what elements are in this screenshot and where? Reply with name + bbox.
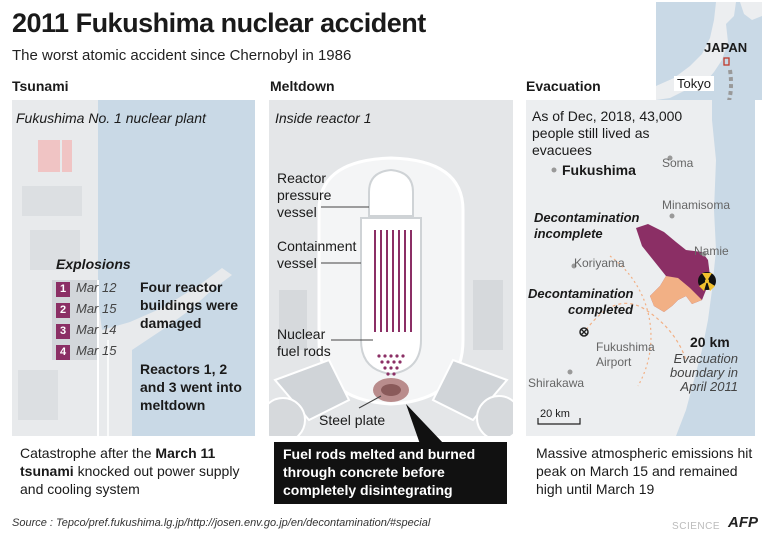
callout-pointer <box>406 404 444 444</box>
meltdown-panel: Inside reactor 1 Reactor pressure vessel… <box>269 100 513 436</box>
evacuation-boundary-label: Evacuation boundary in April 2011 <box>670 351 738 394</box>
radius-label: 20 km <box>690 334 730 350</box>
reactor-heading: Inside reactor 1 <box>275 110 372 126</box>
place-fukushima-airport: Fukushima Airport <box>596 340 655 369</box>
place-namie: Namie <box>694 244 729 258</box>
evacuation-caption: Massive atmospheric emissions hit peak o… <box>536 445 753 497</box>
label-pressure-vessel: Reactor pressure vessel <box>277 170 332 220</box>
place-shirakawa: Shirakawa <box>528 376 585 390</box>
fukushima-label: Fukushima <box>562 162 636 178</box>
section-label-evacuation: Evacuation <box>526 78 601 94</box>
japan-inset-map: JAPAN Tokyo <box>656 2 762 100</box>
plant-aerial-map <box>12 100 255 436</box>
afp-logo: AFP <box>728 514 758 531</box>
note-buildings-damaged: Four reactor buildings were damaged <box>140 279 239 331</box>
label-fuel-rods: Nuclear fuel rods <box>277 326 331 359</box>
tokyo-label: Tokyo <box>674 76 714 91</box>
explosions-heading: Explosions <box>56 256 131 272</box>
scale-bar-label: 20 km <box>540 408 570 420</box>
japan-label: JAPAN <box>704 40 748 55</box>
japan-map-shape <box>656 2 762 100</box>
decon-completed-label: Decontamination completed <box>528 286 634 317</box>
decon-incomplete-label: Decontamination incomplete <box>534 210 640 241</box>
label-containment-vessel: Containment vessel <box>277 238 357 271</box>
evacuation-panel: As of Dec, 2018, 43,000 people still liv… <box>526 100 755 436</box>
tsunami-panel: Fukushima No. 1 nuclear plant Explosions… <box>12 100 255 436</box>
reactor-diagram <box>269 100 513 436</box>
tsunami-caption: Catastrophe after the March 11 tsunami k… <box>20 445 240 497</box>
note-meltdown: Reactors 1, 2 and 3 went into meltdown <box>140 361 242 413</box>
place-soma: Soma <box>662 156 694 170</box>
watermark: SCIENCE <box>672 521 720 532</box>
page-title: 2011 Fukushima nuclear accident <box>12 8 426 38</box>
meltdown-callout: Fuel rods melted and burned through conc… <box>274 442 507 504</box>
source-note: Source : Tepco/pref.fukushima.lg.jp/http… <box>12 517 431 529</box>
plant-name: Fukushima No. 1 nuclear plant <box>16 110 206 126</box>
label-steel-plate: Steel plate <box>319 412 386 428</box>
page-subtitle: The worst atomic accident since Chernoby… <box>12 47 352 64</box>
section-label-meltdown: Meltdown <box>270 78 335 94</box>
evacuees-note: As of Dec, 2018, 43,000 people still liv… <box>532 108 683 158</box>
evacuation-map <box>526 100 755 436</box>
place-minamisoma: Minamisoma <box>662 198 731 212</box>
place-koriyama: Koriyama <box>574 256 625 270</box>
section-label-tsunami: Tsunami <box>12 78 69 94</box>
